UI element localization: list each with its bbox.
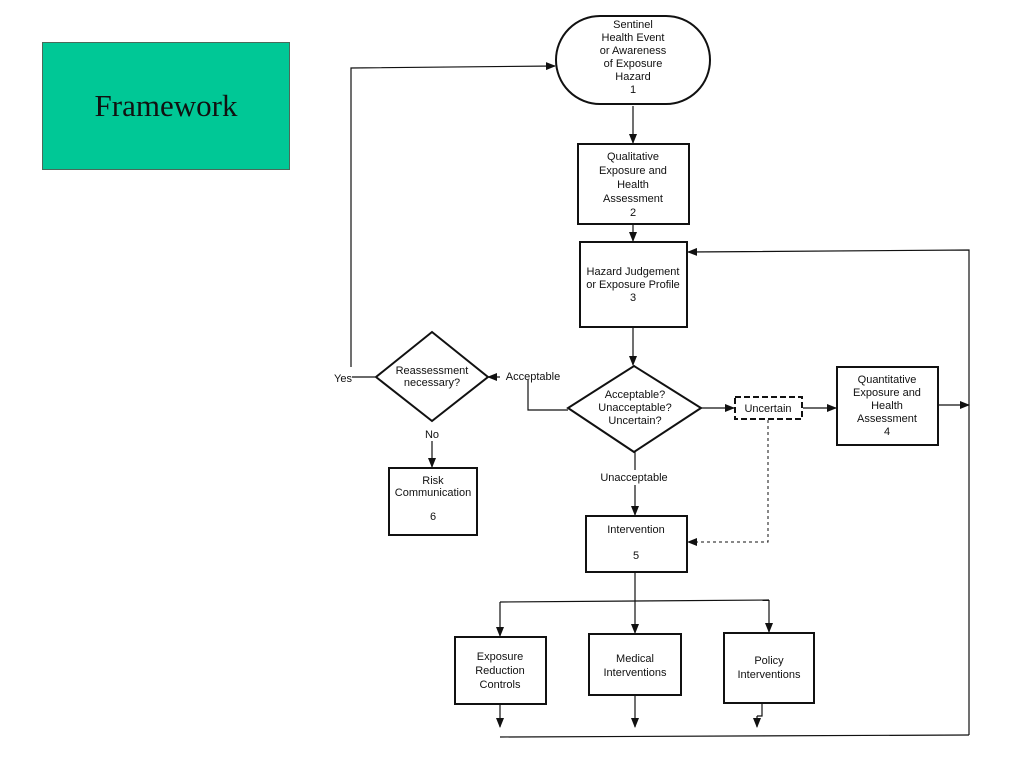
node-label-line: Risk [422,475,444,487]
svg-text:Acceptable?Unacceptable?Uncert: Acceptable?Unacceptable?Uncertain? [598,389,671,427]
node-label-line: Uncertain [744,403,791,415]
node-label-line: 1 [630,84,636,96]
node-label-line: Interventions [738,669,801,681]
node-label-line: Intervention [607,524,664,536]
slide-title-box: Framework [42,42,290,170]
node-label-line: Assessment [857,413,917,425]
slide-title: Framework [94,88,238,123]
node-label-line: 5 [633,550,639,562]
node-label-line: or Exposure Profile [586,279,680,291]
connectors [350,62,970,738]
edge-label-unacceptable: Unacceptable [600,472,667,484]
node-label-line: Health [871,400,903,412]
node-label-line: Medical [616,653,654,665]
node-label-line: Interventions [604,667,667,679]
node-label-line: Qualitative [607,151,659,163]
node-label-line: Policy [754,655,784,667]
node-label-line: Hazard Judgement [587,266,680,278]
node-label-line: Sentinel [613,19,653,31]
node-label-line: Reassessment [396,365,469,377]
node-label-line: 4 [884,426,890,438]
node-intervention: Intervention 5 [585,515,688,573]
node-label-line: 3 [630,292,636,304]
node-label-line: Uncertain? [608,415,661,427]
node-label-line: Health Event [602,32,665,44]
node-label-line: 6 [430,511,436,523]
node-label-line [431,499,434,511]
node-label-line: 2 [630,207,636,219]
node-label-line: Acceptable? [605,389,666,401]
node-label-line: or Awareness [600,45,667,57]
node-label-line: Exposure and [599,165,667,177]
node-label-line: Exposure [477,651,523,663]
node-uncertain: Uncertain [734,396,803,420]
node-label-line: Health [617,179,649,191]
edge-label-yes: Yes [334,373,352,385]
decision-acceptability: Acceptable?Unacceptable?Uncertain? [566,364,703,454]
node-label-line [634,537,637,549]
svg-text:Intervention 5: Intervention 5 [607,524,664,562]
node-label-line: Reduction [475,665,525,677]
node-label-line: Communication [395,487,471,499]
svg-text:Uncertain: Uncertain [744,403,791,415]
node-label-line: necessary? [404,377,460,389]
node-label-line: Controls [480,679,521,691]
node-label-line: Exposure and [853,387,921,399]
edge-label-acceptable: Acceptable [506,371,560,383]
node-label-line: Hazard [615,71,650,83]
node-label-line: Unacceptable? [598,402,671,414]
edge-label-no: No [425,429,439,441]
node-label-line: Quantitative [858,374,917,386]
node-label-line: of Exposure [604,58,663,70]
node-label-line: Assessment [603,193,663,205]
